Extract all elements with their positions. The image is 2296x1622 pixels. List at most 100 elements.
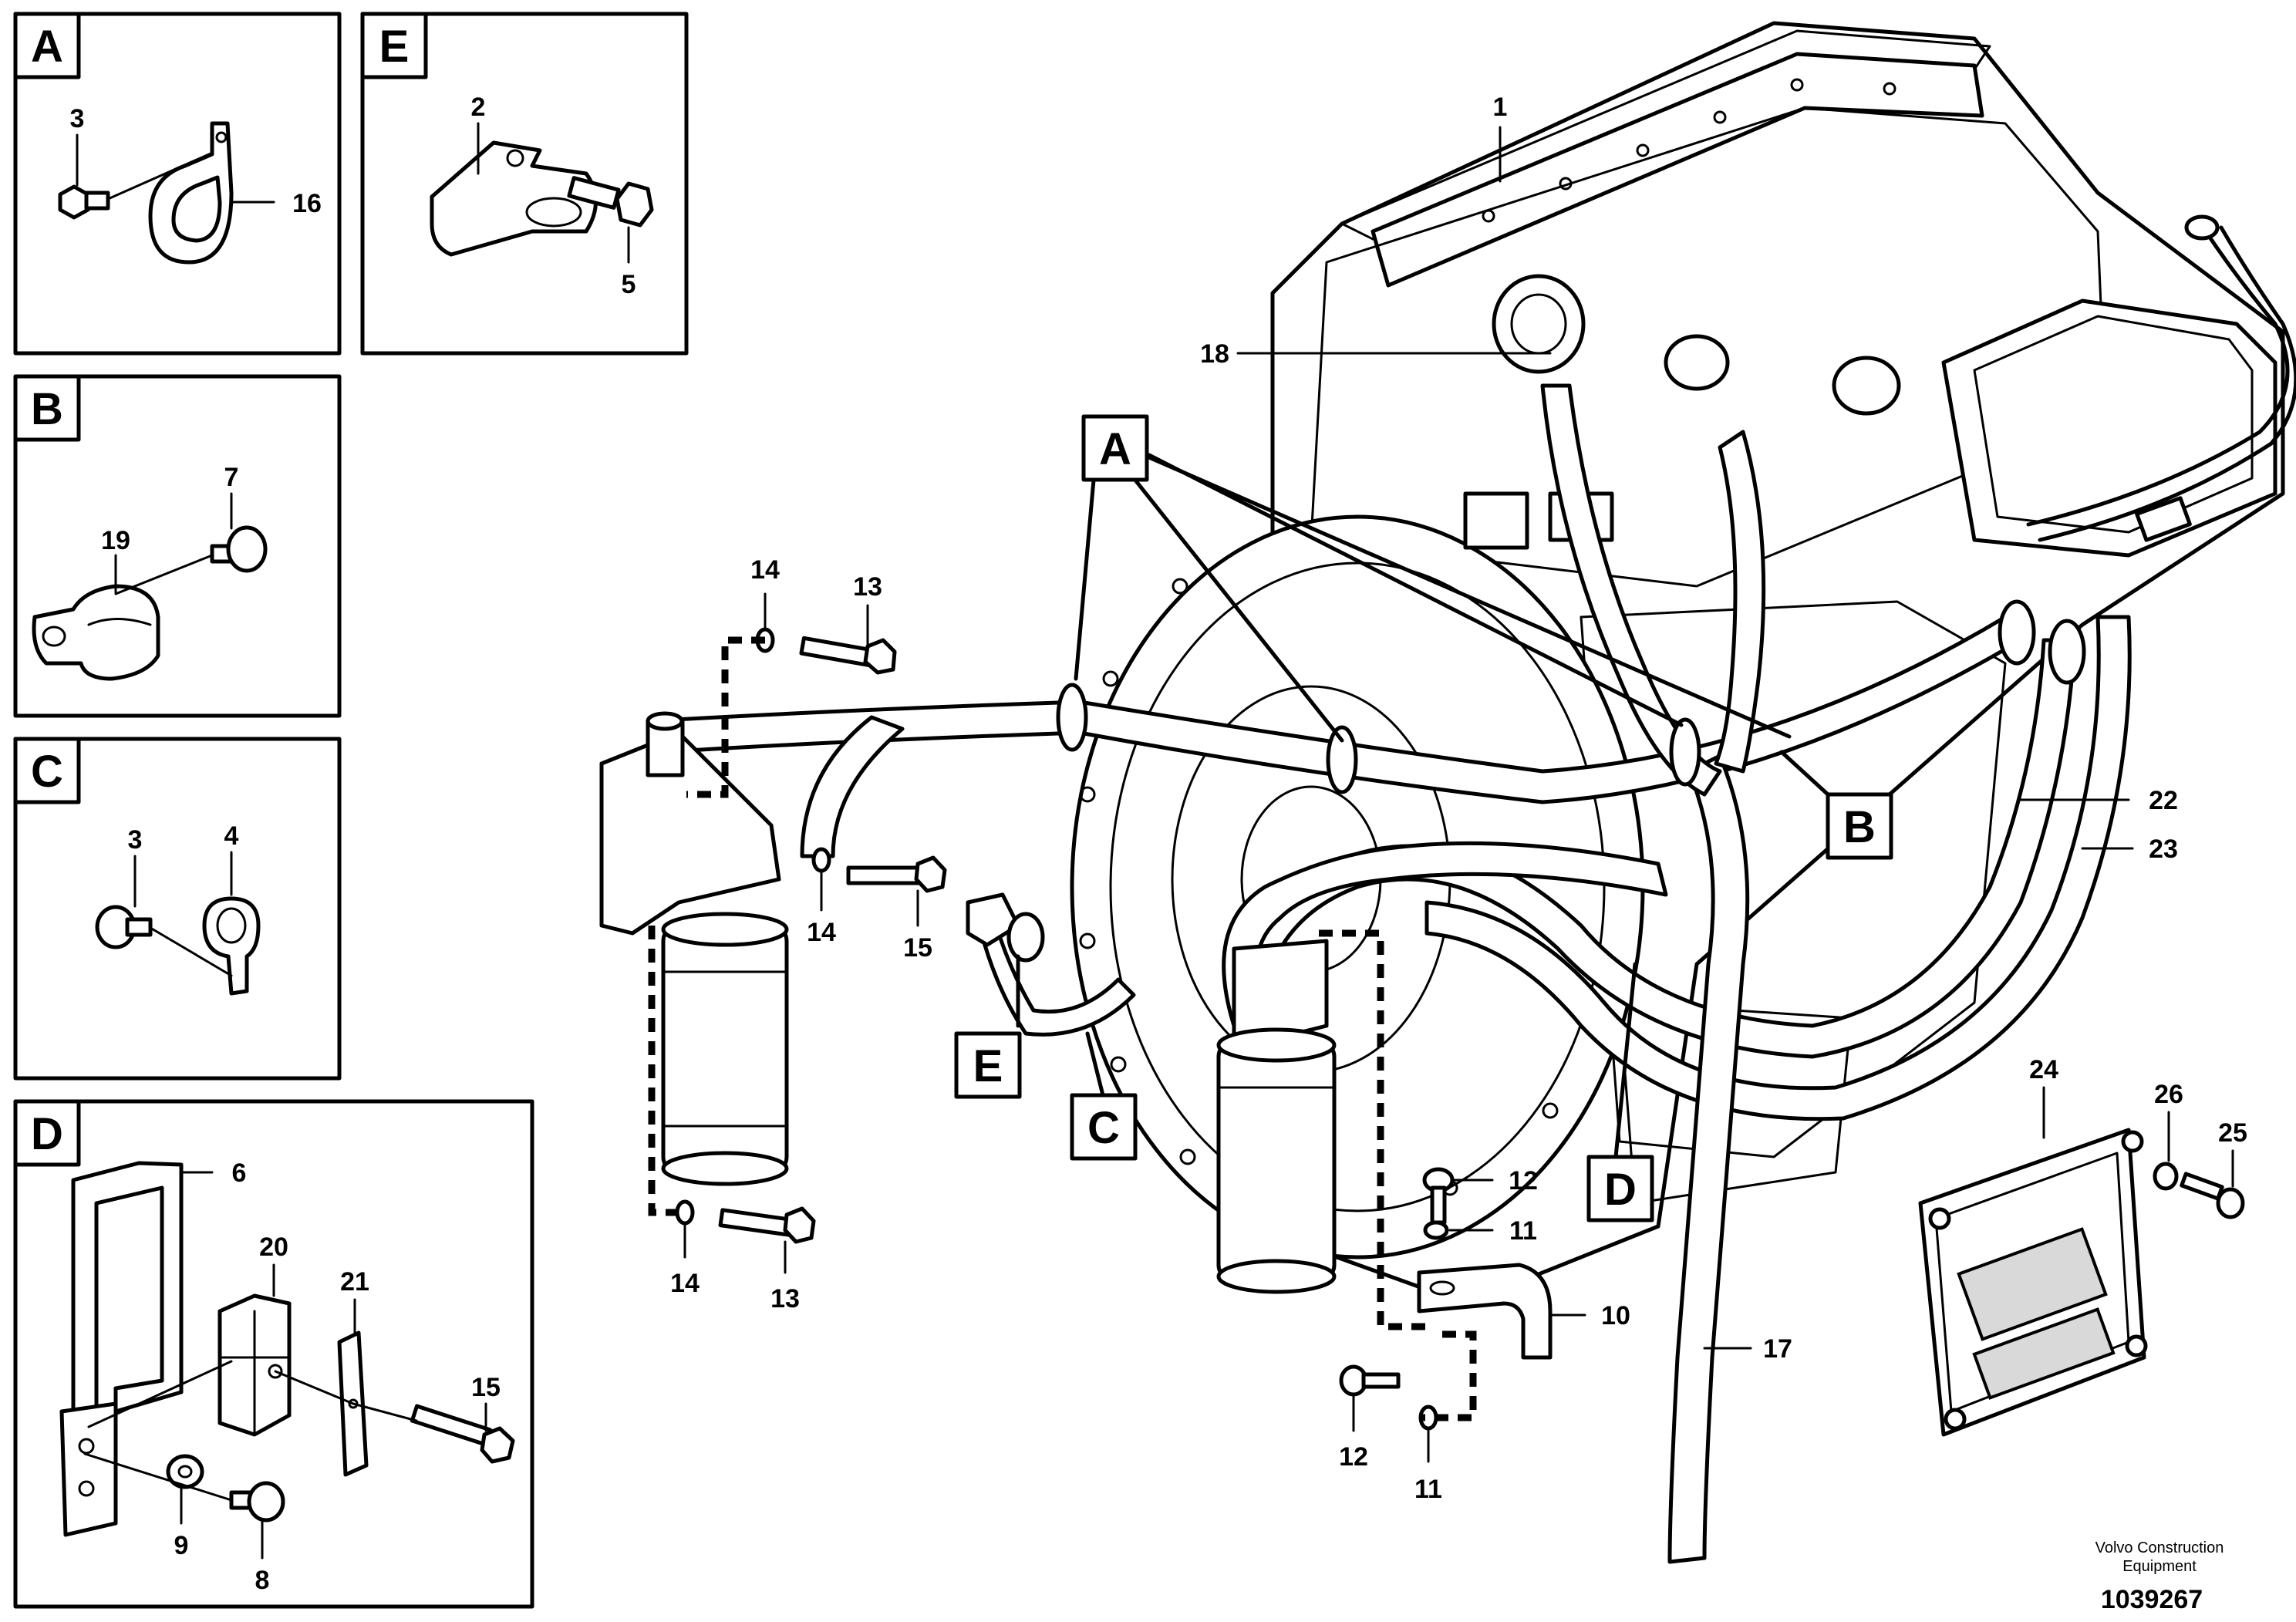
bolt-13-lower-icon (718, 1206, 816, 1244)
hose-23 (1424, 615, 2132, 1121)
svg-text:C: C (1087, 1103, 1120, 1153)
svg-text:A: A (1099, 424, 1131, 474)
label-15-main: 15 (903, 933, 932, 963)
hose-branch (800, 715, 905, 858)
inset-c: C 3 4 (13, 737, 342, 1081)
inset-c-letter-box (13, 737, 81, 804)
label-8: 8 (255, 1566, 270, 1595)
washer-14-lower-icon (675, 1199, 695, 1226)
bolt-3-icon (95, 905, 153, 949)
washer-26-icon (2153, 1162, 2179, 1191)
label-7: 7 (224, 463, 239, 492)
clamp-4-icon (202, 896, 261, 996)
svg-text:B: B (1843, 802, 1876, 852)
inset-e: E 2 5 (360, 12, 689, 356)
label-11-lower: 11 (1414, 1475, 1442, 1504)
inset-a-frame (13, 12, 342, 356)
hose-clamps (1056, 599, 2086, 794)
label-9: 9 (174, 1531, 189, 1560)
inset-b: B 7 19 (13, 374, 342, 718)
inset-e-frame (360, 12, 689, 356)
callout-b: B (1826, 792, 1893, 860)
bolt-25-icon (2180, 1172, 2245, 1219)
bolt-12-lower-icon (1339, 1364, 1401, 1397)
label-11-upper: 11 (1509, 1216, 1537, 1246)
filter-head-bracket (599, 730, 781, 936)
inset-b-letter-box (13, 374, 81, 442)
company-name-line1: Volvo Construction (2095, 1539, 2224, 1556)
hose-17 (1667, 754, 1750, 1564)
bracket-10-icon (1417, 1263, 1553, 1360)
washer-9-icon (166, 1454, 204, 1489)
label-25: 25 (2218, 1118, 2247, 1148)
clamp-19-icon (32, 584, 160, 681)
label-23: 23 (2149, 835, 2178, 864)
label-14-mid: 14 (807, 918, 836, 947)
inset-c-frame (13, 737, 342, 1081)
fuel-filter-left (599, 711, 789, 1186)
svg-text:E: E (973, 1041, 1003, 1091)
screw-8-icon (229, 1481, 285, 1523)
inset-a-letter: A (31, 22, 63, 72)
block-20-icon (217, 1293, 292, 1437)
bolt-13-upper-icon (799, 636, 897, 675)
inset-d-letter-box (13, 1099, 81, 1167)
callout-a: A (1081, 414, 1149, 482)
inset-e-letter: E (379, 22, 410, 72)
hose-clamp-16-icon (148, 121, 234, 265)
label-13-upper: 13 (853, 572, 882, 602)
label-5: 5 (622, 270, 636, 299)
main-labels: 1 18 14 13 14 15 14 13 22 23 24 26 25 12… (670, 93, 2247, 1504)
inset-e-letter-box (360, 12, 428, 79)
washer-14-mid-icon (811, 847, 831, 873)
callout-c: C (1070, 1093, 1138, 1161)
label-4: 4 (224, 821, 239, 851)
label-12-upper: 12 (1509, 1166, 1538, 1195)
inset-a: A 3 16 (13, 12, 342, 356)
label-10: 10 (1601, 1301, 1630, 1330)
bolt-15-icon (410, 1404, 515, 1464)
inset-c-letter: C (31, 747, 63, 797)
bracket-6-icon (59, 1161, 184, 1537)
filter-canister-left (661, 923, 789, 1175)
sensor-e-icon (966, 892, 1045, 963)
bolt-15-main-icon (846, 855, 947, 893)
label-15: 15 (471, 1373, 501, 1402)
document-number: 1039267 (2101, 1585, 2203, 1614)
label-21: 21 (340, 1267, 369, 1297)
label-14-lower: 14 (670, 1269, 700, 1298)
fuel-filter-center (1216, 939, 1337, 1294)
label-6: 6 (232, 1158, 247, 1188)
label-17: 17 (1763, 1334, 1792, 1364)
inset-a-letter-box (13, 12, 81, 79)
company-name-line2: Equipment (2122, 1558, 2197, 1575)
hose-18b (1714, 430, 1766, 774)
inset-b-letter: B (31, 384, 63, 434)
bolt-7-icon (210, 525, 268, 573)
label-12-lower: 12 (1339, 1442, 1368, 1472)
hose-lower (1222, 841, 1668, 1028)
inset-d: D (13, 1099, 534, 1609)
assembly-lines (648, 636, 1477, 1421)
inset-b-frame (13, 374, 342, 718)
label-18: 18 (1200, 339, 1229, 369)
label-16: 16 (292, 189, 322, 218)
label-2: 2 (471, 93, 486, 122)
label-26: 26 (2154, 1080, 2183, 1109)
washer-11-upper-icon (1423, 1220, 1449, 1240)
hose-18 (1540, 383, 1722, 797)
svg-text:D: D (1604, 1165, 1637, 1215)
inset-d-letter: D (31, 1109, 63, 1159)
footer: Volvo Construction Equipment 1039267 (2095, 1539, 2224, 1614)
inset-d-frame (13, 1099, 534, 1609)
label-20: 20 (259, 1233, 288, 1262)
bolt-5-icon (567, 176, 654, 228)
label-13-lower: 13 (770, 1284, 800, 1313)
callout-d: D (1586, 1155, 1654, 1222)
ecu-24-icon (1918, 1128, 2148, 1437)
filter-canister-center (1216, 1039, 1337, 1283)
callout-leaders (1016, 445, 1830, 1159)
bracket-2-icon (430, 140, 598, 257)
label-3: 3 (128, 825, 143, 855)
